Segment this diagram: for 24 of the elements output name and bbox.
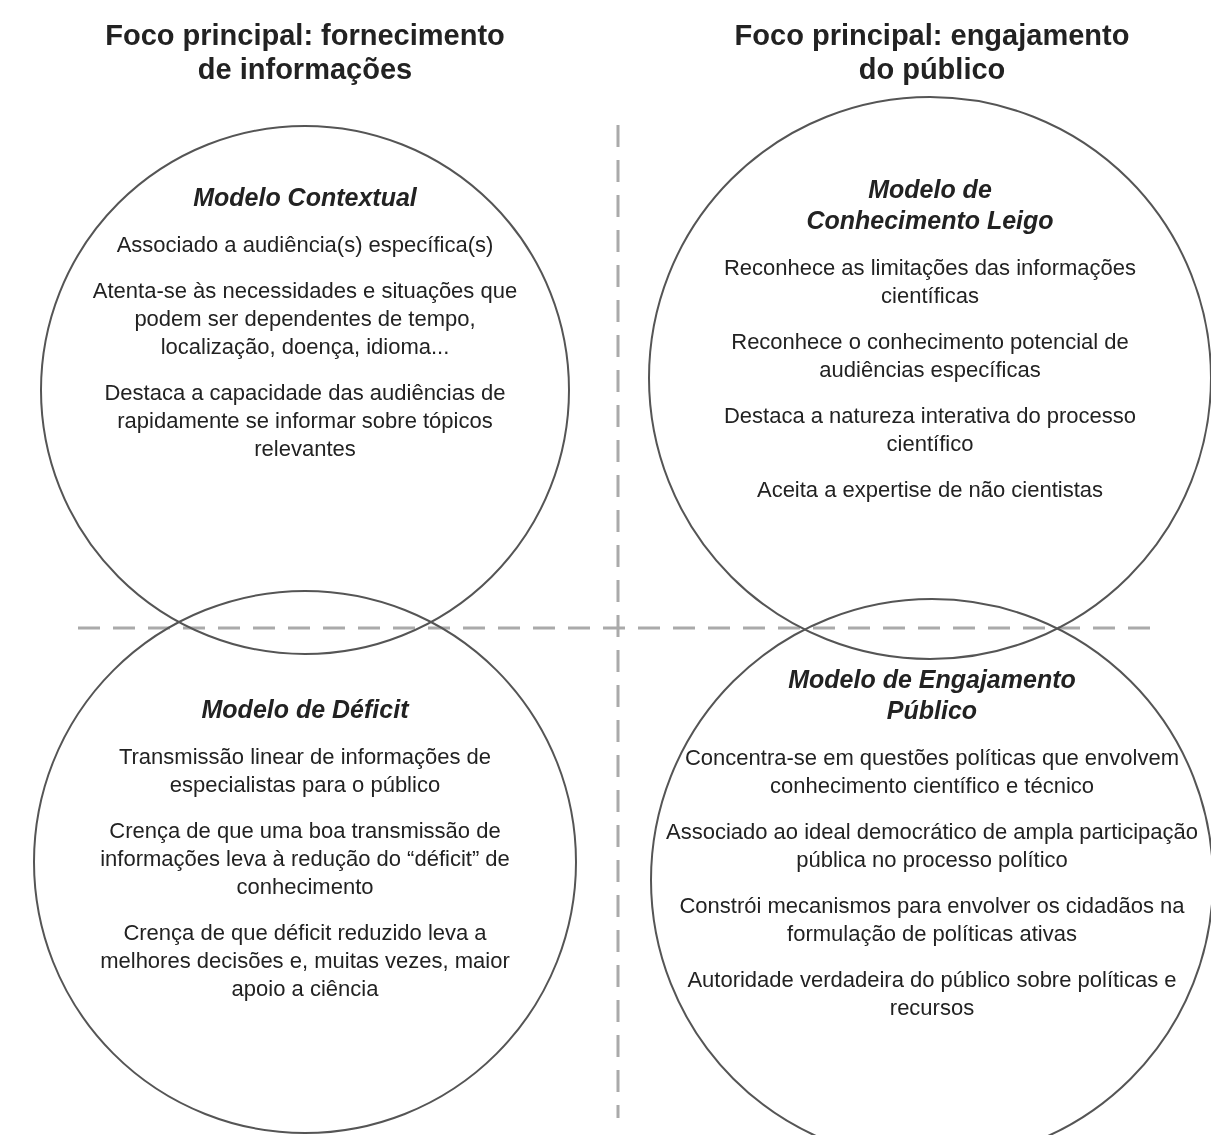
model-description: Associado a audiência(s) específica(s): [116, 231, 494, 259]
model-description: Aceita a expertise de não cientistas: [756, 476, 1104, 504]
model-description: Crença de que uma boa transmissão de informações leva à redução do “déficit” de conhecimento: [99, 817, 511, 901]
model-description: Reconhece o conhecimento potencial de audiências específicas: [730, 328, 1130, 384]
model-description: Atenta-se às necessidades e situações que podem ser dependentes de tempo, localização, doença, idioma...: [91, 277, 519, 361]
model-description: Crença de que déficit reduzido leva a melhores decisões e, muitas vezes, maior apoio a ciência: [99, 919, 511, 1003]
model-title: Modelo Contextual: [193, 182, 417, 213]
model-description: Transmissão linear de informações de especialistas para o público: [117, 743, 493, 799]
model-title: Modelo de Engajamento Público: [787, 664, 1077, 726]
model-circle: [40, 125, 570, 655]
model-title: Modelo de Déficit: [201, 694, 409, 725]
model-description: Associado ao ideal democrático de ampla participação pública no processo político: [665, 818, 1199, 874]
model-circle: [650, 598, 1211, 1135]
column-heading: Foco principal: engajamento do público: [733, 18, 1131, 86]
model-description: Concentra-se em questões políticas que envolvem conhecimento científico e técnico: [683, 744, 1180, 800]
model-description: Destaca a capacidade das audiências de rapidamente se informar sobre tópicos relevantes: [103, 379, 507, 463]
model-description: Autoridade verdadeira do público sobre políticas e recursos: [686, 966, 1178, 1022]
model-circle: [33, 590, 577, 1134]
model-title: Modelo de Conhecimento Leigo: [805, 174, 1055, 236]
model-description: Destaca a natureza interativa do processo científico: [722, 402, 1138, 458]
model-circle: [648, 96, 1211, 660]
model-description: Constrói mecanismos para envolver os cidadãos na formulação de políticas ativas: [678, 892, 1186, 948]
model-description: Reconhece as limitações das informações científicas: [722, 254, 1138, 310]
column-heading: Foco principal: fornecimento de informações: [104, 18, 506, 86]
